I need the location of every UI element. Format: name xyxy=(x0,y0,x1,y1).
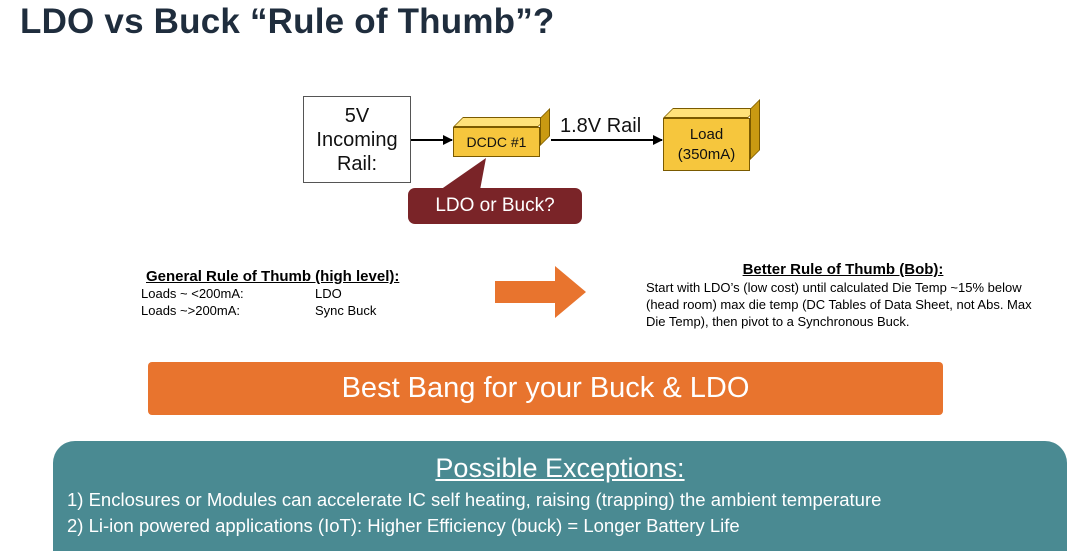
rule-row: Loads ~>200mA: Sync Buck xyxy=(141,302,399,319)
source-line: Rail: xyxy=(336,152,377,175)
better-rule-section: Better Rule of Thumb (Bob): Start with L… xyxy=(646,261,1040,330)
dcdc-converter-block: DCDC #1 xyxy=(453,108,550,157)
load-line: (350mA) xyxy=(677,145,736,163)
load-block: Load (350mA) xyxy=(663,99,760,171)
better-rule-body: Start with LDO’s (low cost) until calcul… xyxy=(646,280,1032,329)
exceptions-panel: Possible Exceptions: 1) Enclosures or Mo… xyxy=(53,441,1067,551)
general-rule-section: General Rule of Thumb (high level): Load… xyxy=(141,268,399,319)
exception-item: 1) Enclosures or Modules can accelerate … xyxy=(67,489,882,510)
converter-label: DCDC #1 xyxy=(466,134,527,150)
ldo-or-buck-callout: LDO or Buck? xyxy=(408,188,582,224)
right-arrow-icon xyxy=(495,266,586,318)
rule-choice: Sync Buck xyxy=(315,303,377,318)
exceptions-heading: Possible Exceptions: xyxy=(435,453,685,483)
general-rule-heading: General Rule of Thumb (high level): xyxy=(146,268,400,285)
source-line: Incoming xyxy=(316,128,398,151)
exception-item: 2) Li-ion powered applications (IoT): Hi… xyxy=(67,515,740,536)
better-rule-heading: Better Rule of Thumb (Bob): xyxy=(742,261,944,278)
source-line: 5V xyxy=(344,104,370,127)
best-bang-banner: Best Bang for your Buck & LDO xyxy=(148,362,943,415)
rule-choice: LDO xyxy=(315,286,342,301)
callout-pointer xyxy=(440,158,486,190)
rail-label: 1.8V Rail xyxy=(560,115,642,137)
slide-title: LDO vs Buck “Rule of Thumb”? xyxy=(20,2,555,41)
load-line: Load xyxy=(689,125,724,143)
incoming-rail-box: 5V Incoming Rail: xyxy=(303,96,411,183)
rule-condition: Loads ~>200mA: xyxy=(141,303,241,318)
rule-row: Loads ~ <200mA: LDO xyxy=(141,285,399,302)
rule-condition: Loads ~ <200mA: xyxy=(141,286,244,301)
